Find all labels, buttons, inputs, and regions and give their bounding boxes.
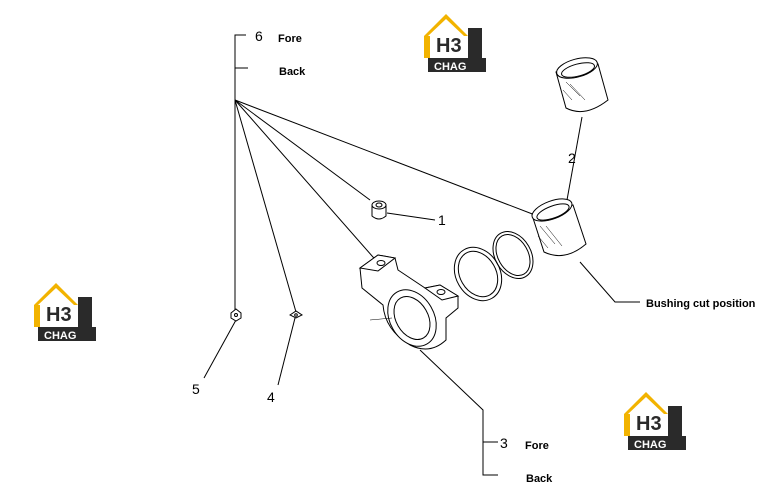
- watermark-logo-left: H3 CHAG: [34, 283, 96, 342]
- callout-5: 5: [192, 381, 200, 397]
- callout-4: 4: [267, 389, 275, 405]
- leader-bushing-cut: [579, 261, 640, 303]
- leader-6-bracket: [234, 34, 246, 100]
- note-bushing-cut: Bushing cut position: [646, 298, 756, 310]
- note-back-bottom: Back: [526, 473, 553, 485]
- callout-3: 3: [500, 435, 508, 451]
- callout-6: 6: [255, 28, 263, 44]
- leader-3: [419, 349, 498, 476]
- leader-lines: [203, 34, 640, 476]
- leader-4: [277, 317, 296, 386]
- o-ring: [492, 231, 534, 279]
- leader-2: [566, 116, 583, 201]
- bushing-installed: [531, 198, 587, 257]
- leader-to-part-4: [234, 99, 297, 313]
- logo-mark-text: H3: [436, 35, 462, 57]
- leader-1: [386, 212, 436, 221]
- leader-5: [203, 319, 237, 379]
- watermark-logo-top: H3 CHAG: [424, 14, 486, 73]
- bushing-part-2: [555, 57, 609, 113]
- leader-to-part-1: [234, 99, 371, 201]
- callout-2: 2: [568, 150, 576, 166]
- logo-mark-text: H3: [46, 304, 72, 326]
- note-fore-top: Fore: [278, 33, 302, 45]
- leader-to-bushing: [234, 99, 536, 216]
- leader-to-rod: [234, 99, 381, 266]
- logo-word-text: CHAG: [44, 330, 76, 342]
- callouts: 6 Fore Back 1 2 3 Fore Back 4 5 Bushing …: [192, 28, 756, 485]
- note-back-top: Back: [279, 66, 306, 78]
- nut-part-5: [230, 308, 242, 322]
- connecting-rod-part-3: [358, 254, 460, 350]
- callout-1: 1: [438, 212, 446, 228]
- logo-mark-text: H3: [636, 413, 662, 435]
- pin-part-1: [371, 200, 387, 220]
- note-fore-bottom: Fore: [525, 440, 549, 452]
- logo-word-text: CHAG: [634, 439, 666, 451]
- nut-part-4: [289, 310, 303, 319]
- seal-ring: [453, 246, 503, 302]
- watermark-logo-bottom-right: H3 CHAG: [624, 392, 686, 451]
- logo-word-text: CHAG: [434, 61, 466, 73]
